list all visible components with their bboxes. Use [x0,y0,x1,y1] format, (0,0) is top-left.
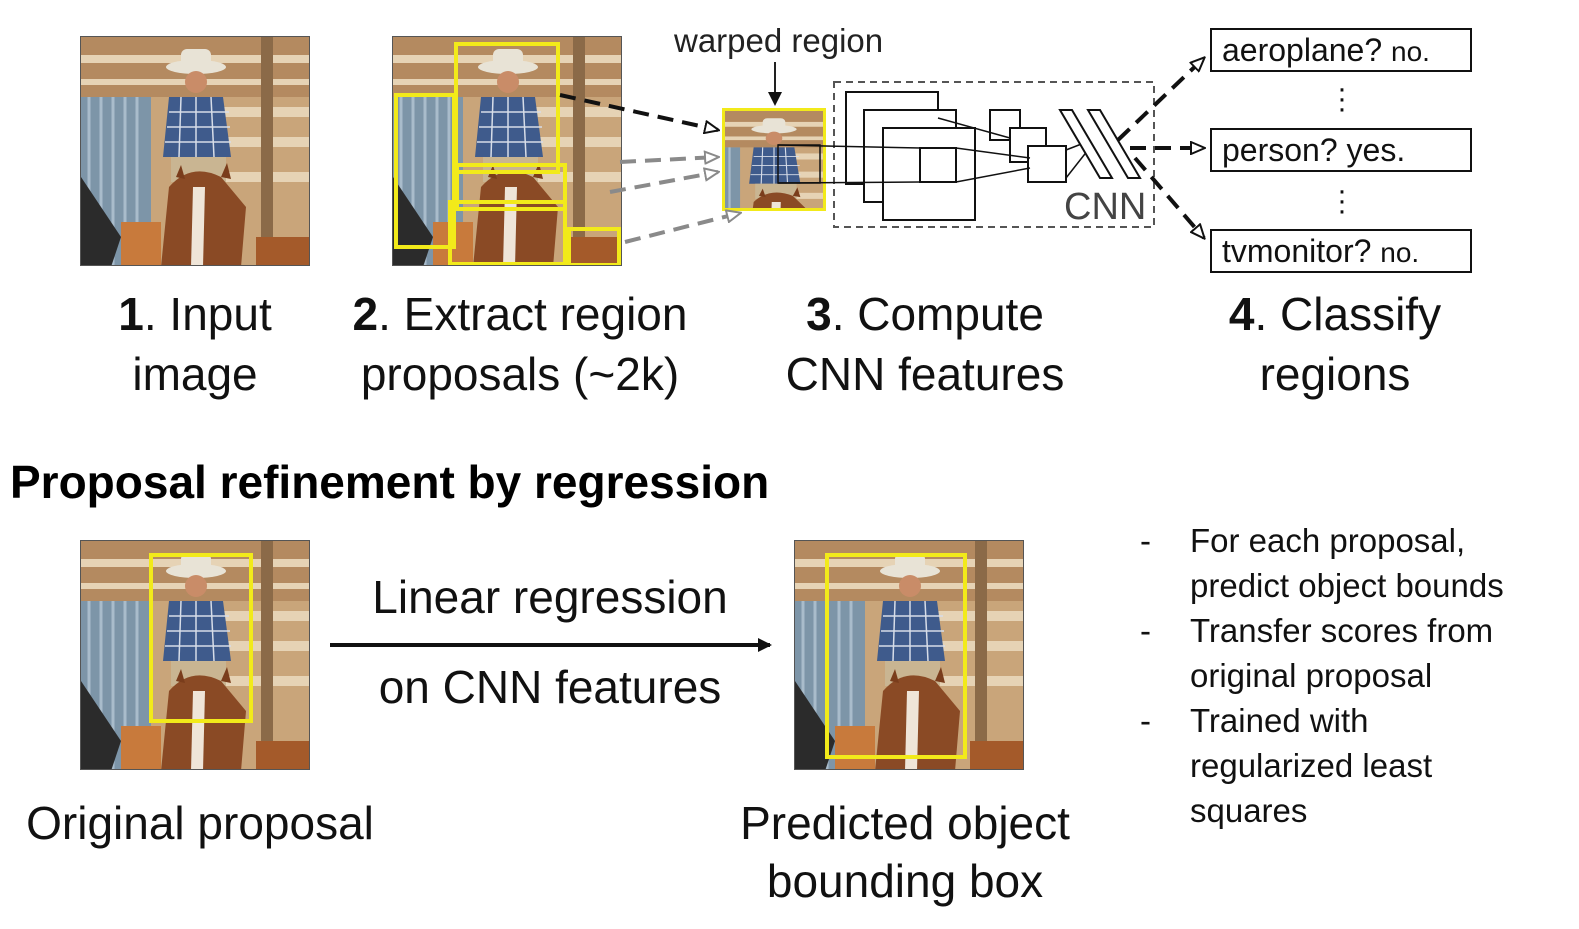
step-title-line2: CNN features [785,348,1065,400]
original-proposal-box [149,553,253,723]
proposal-arrow-dark [559,93,718,130]
step-title-line2: proposals (~2k) [360,348,680,400]
step-2-caption: 2. Extract region proposals (~2k) [330,284,710,404]
note-line: original proposal [1190,657,1433,694]
class-name: aeroplane? [1222,32,1383,68]
notes-list: - For each proposal, predict object boun… [1140,518,1570,833]
note-item: - Trained with regularized least squares [1140,698,1570,833]
proposal-arrow-gray-1 [619,157,718,162]
bullet-dash: - [1140,522,1151,559]
class-answer: no. [1391,36,1430,67]
class-name: tvmonitor? [1222,233,1372,269]
class-answer: no. [1380,237,1420,268]
original-proposal-caption: Original proposal [26,797,374,849]
step-title: . Input [143,288,272,340]
step-1-caption: 1. Input image [80,284,310,404]
regression-label-bottom: on CNN features [378,661,722,713]
step-title: . Extract region [378,288,688,340]
class-box-aeroplane: aeroplane? no. [1210,28,1472,72]
note-item: - Transfer scores from original proposal [1140,608,1570,698]
proposal-box-left [394,93,456,249]
note-line: regularized least [1190,747,1433,784]
proposal-box-corner [567,227,621,265]
input-image [80,36,310,266]
step-4-caption: 4. Classify regions [1190,284,1480,404]
cnn-projection-lines [777,117,1089,184]
step-number: 3 [806,288,832,340]
predicted-box-image [794,540,1024,770]
section-title: Proposal refinement by regression [10,456,770,508]
warped-region-label: warped region [674,22,884,59]
predicted-bounding-box [825,553,967,759]
cnn-label: CNN [1064,186,1147,228]
region-proposals-image [392,36,622,266]
ellipsis-dots-2: ··· [1337,174,1347,227]
predicted-caption-line2: bounding box [766,855,1044,907]
note-item: - For each proposal, predict object boun… [1140,518,1570,608]
step-number: 4 [1228,288,1255,340]
proposal-box-bottom [448,200,567,265]
note-line: Trained with [1190,702,1369,739]
class-name: person? [1222,132,1338,168]
bullet-dash: - [1140,702,1151,739]
class-answer: yes. [1346,132,1406,168]
bullet-dash: - [1140,612,1151,649]
original-proposal-image [80,540,310,770]
proposal-arrow-gray-2 [609,172,718,194]
step-title: . Compute [831,288,1044,340]
regression-label-top: Linear regression [372,571,728,623]
proposal-box-horse [455,163,567,211]
step-3-caption: 3. Compute CNN features [760,284,1090,404]
class-box-tvmonitor: tvmonitor? no. [1210,229,1472,273]
step-number: 2 [352,288,379,340]
step-number: 1 [118,288,144,340]
note-line: Transfer scores from [1190,612,1494,649]
note-line: squares [1190,792,1308,829]
ellipsis-dots-1: ··· [1337,72,1347,125]
step-title-line2: image [132,348,258,400]
note-line: For each proposal, [1190,522,1466,559]
class-arrow-aeroplane [1116,58,1204,142]
step-title: . Classify [1254,288,1442,340]
class-box-person: person? yes. [1210,128,1472,172]
cnn-fc-layers [1058,109,1142,179]
cnn-container [833,81,1155,228]
warped-region-image [722,108,826,211]
proposal-arrow-gray-3 [624,213,740,244]
predicted-caption-line1: Predicted object [740,797,1070,849]
predicted-caption: Predicted object bounding box [700,794,1110,910]
note-line: predict object bounds [1190,567,1504,604]
step-title-line2: regions [1259,348,1411,400]
cnn-feature-maps [845,91,1067,221]
class-arrow-tvmonitor [1133,156,1204,238]
